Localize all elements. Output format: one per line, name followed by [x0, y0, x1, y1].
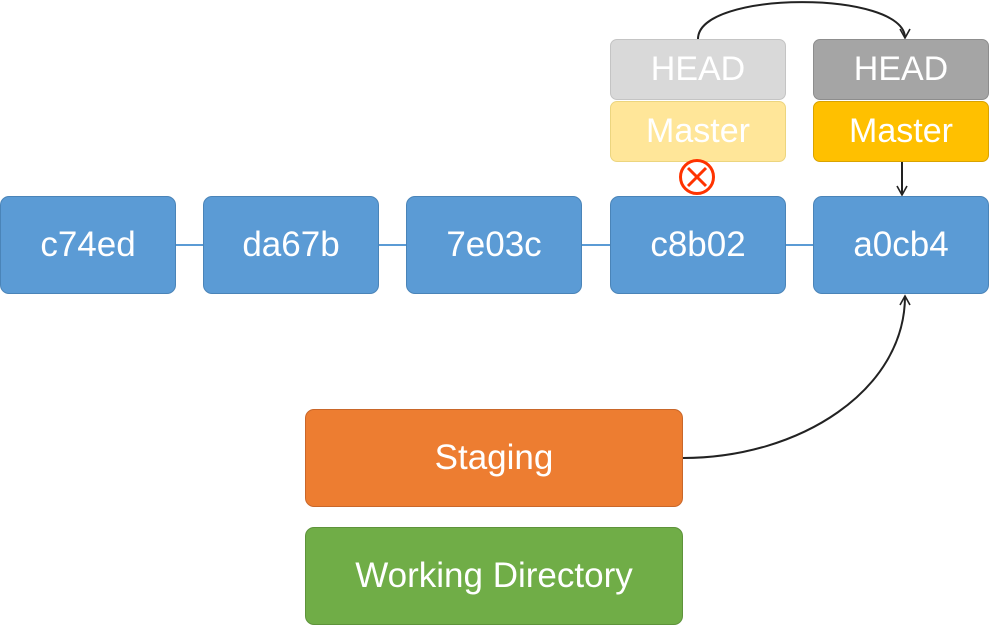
removed-x-icon [679, 159, 715, 195]
working-directory-area: Working Directory [305, 527, 683, 625]
commit-node-a0cb4: a0cb4 [813, 196, 989, 294]
commit-node-c74ed: c74ed [0, 196, 176, 294]
commit-node-7e03c: 7e03c [406, 196, 582, 294]
commit-node-c8b02: c8b02 [610, 196, 786, 294]
commit-node-da67b: da67b [203, 196, 379, 294]
staging-area: Staging [305, 409, 683, 507]
master-label-old: Master [610, 101, 786, 162]
head-label-new: HEAD [813, 39, 989, 100]
head-move-arrow [697, 1, 911, 40]
staging-commit-arrow [682, 294, 911, 459]
master-label-new: Master [813, 101, 989, 162]
head-label-old: HEAD [610, 39, 786, 100]
